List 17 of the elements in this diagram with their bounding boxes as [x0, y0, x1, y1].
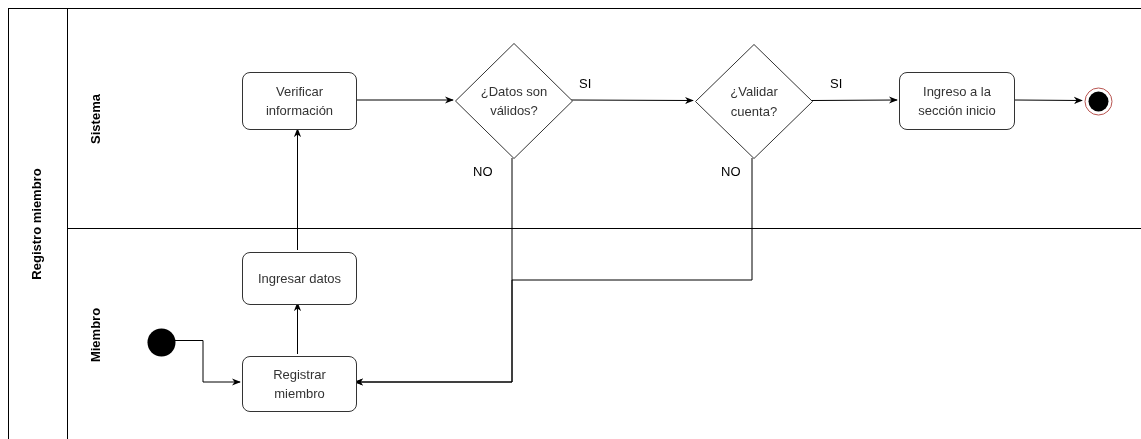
- activity-box: Registrar miembro: [242, 356, 357, 412]
- pool: [8, 8, 1141, 439]
- activity-box: Ingresar datos: [242, 252, 357, 305]
- edge-label: SI: [829, 76, 844, 91]
- arrow: [810, 96, 898, 104]
- lane-title: Miembro: [88, 307, 103, 362]
- lane-title: Sistema: [88, 93, 103, 144]
- decision-text: ¿Validar cuenta?: [729, 83, 779, 121]
- edge-label: NO: [472, 164, 494, 179]
- arrow: [293, 128, 302, 251]
- edge-label: NO: [720, 164, 742, 179]
- decision-text: ¿Datos son válidos?: [479, 82, 549, 120]
- swimlane: [67, 228, 1141, 439]
- pool-title: Registro miembro: [29, 168, 44, 280]
- edge-label: SI: [578, 76, 593, 91]
- activity-box: Verificar información: [242, 72, 357, 130]
- activity-box: Ingreso a la sección inicio: [899, 72, 1015, 130]
